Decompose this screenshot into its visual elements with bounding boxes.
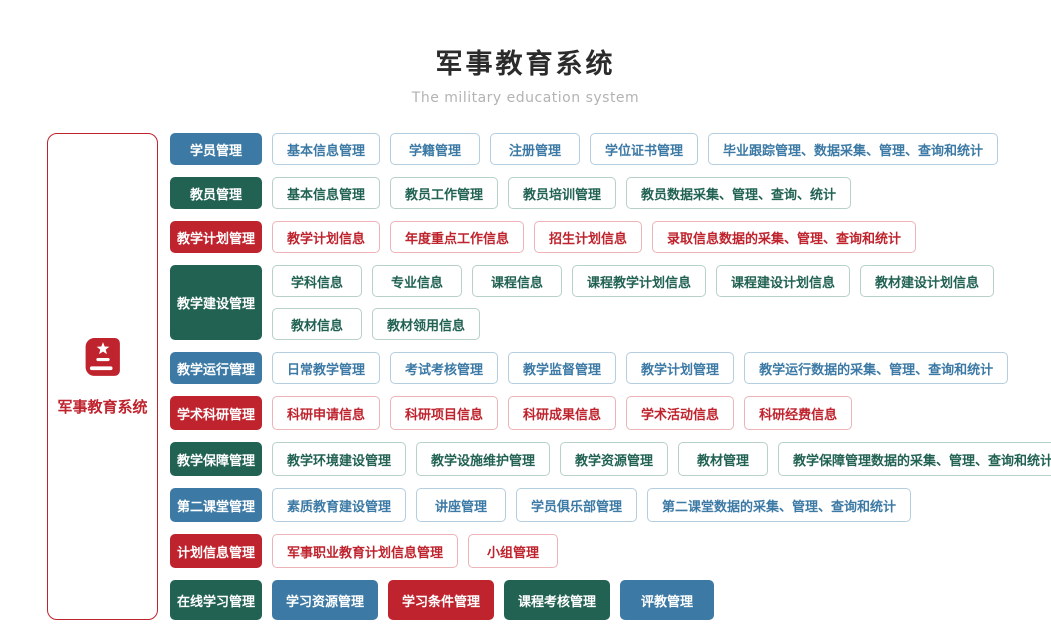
category-button-teaching-plan-management[interactable]: 教学计划管理 <box>170 221 262 253</box>
category-button-online-learning-management[interactable]: 在线学习管理 <box>170 580 262 620</box>
system-root-panel: 军事教育系统 <box>47 133 158 620</box>
row-teaching-operation-management: 教学运行管理日常教学管理考试考核管理教学监督管理教学计划管理教学运行数据的采集、… <box>170 352 1051 384</box>
row-lines-teaching-support-management: 教学环境建设管理教学设施维护管理教学资源管理教材管理教学保障管理数据的采集、管理… <box>272 442 1051 476</box>
module-button[interactable]: 考试考核管理 <box>390 352 499 384</box>
module-button[interactable]: 教员工作管理 <box>390 177 499 209</box>
row-student-management: 学员管理基本信息管理学籍管理注册管理学位证书管理毕业跟踪管理、数据采集、管理、查… <box>170 133 1051 165</box>
module-button[interactable]: 评教管理 <box>620 580 715 620</box>
module-button[interactable]: 军事职业教育计划信息管理 <box>272 534 459 568</box>
row-lines-teaching-operation-management: 日常教学管理考试考核管理教学监督管理教学计划管理教学运行数据的采集、管理、查询和… <box>272 352 1009 384</box>
row-teaching-plan-management: 教学计划管理教学计划信息年度重点工作信息招生计划信息录取信息数据的采集、管理、查… <box>170 221 1051 253</box>
row-lines-student-management: 基本信息管理学籍管理注册管理学位证书管理毕业跟踪管理、数据采集、管理、查询和统计 <box>272 133 999 165</box>
row-lines-teaching-plan-management: 教学计划信息年度重点工作信息招生计划信息录取信息数据的采集、管理、查询和统计 <box>272 221 917 253</box>
category-button-teaching-construction-management[interactable]: 教学建设管理 <box>170 265 262 340</box>
row-second-classroom-management: 第二课堂管理素质教育建设管理讲座管理学员俱乐部管理第二课堂数据的采集、管理、查询… <box>170 488 1051 522</box>
module-button[interactable]: 科研经费信息 <box>744 396 853 430</box>
module-button[interactable]: 基本信息管理 <box>272 133 381 165</box>
module-button[interactable]: 教材信息 <box>272 308 362 340</box>
row-teaching-support-management: 教学保障管理教学环境建设管理教学设施维护管理教学资源管理教材管理教学保障管理数据… <box>170 442 1051 476</box>
module-button[interactable]: 课程考核管理 <box>504 580 611 620</box>
module-button[interactable]: 录取信息数据的采集、管理、查询和统计 <box>652 221 917 253</box>
row-lines-teacher-management: 基本信息管理教员工作管理教员培训管理教员数据采集、管理、查询、统计 <box>272 177 852 209</box>
row-teacher-management: 教员管理基本信息管理教员工作管理教员培训管理教员数据采集、管理、查询、统计 <box>170 177 1051 209</box>
module-button[interactable]: 学科信息 <box>272 265 362 297</box>
page-title: 军事教育系统 <box>435 49 616 80</box>
module-button[interactable]: 课程信息 <box>472 265 562 297</box>
category-button-teaching-support-management[interactable]: 教学保障管理 <box>170 442 262 476</box>
row-lines-second-classroom-management: 素质教育建设管理讲座管理学员俱乐部管理第二课堂数据的采集、管理、查询和统计 <box>272 488 912 522</box>
row-line: 基本信息管理学籍管理注册管理学位证书管理毕业跟踪管理、数据采集、管理、查询和统计 <box>272 133 999 165</box>
row-lines-plan-info-management: 军事职业教育计划信息管理小组管理 <box>272 534 559 568</box>
module-button[interactable]: 年度重点工作信息 <box>390 221 525 253</box>
row-line: 军事职业教育计划信息管理小组管理 <box>272 534 559 568</box>
row-academic-research-management: 学术科研管理科研申请信息科研项目信息科研成果信息学术活动信息科研经费信息 <box>170 396 1051 430</box>
row-plan-info-management: 计划信息管理军事职业教育计划信息管理小组管理 <box>170 534 1051 568</box>
book-star-icon <box>81 336 125 384</box>
category-button-teaching-operation-management[interactable]: 教学运行管理 <box>170 352 262 384</box>
module-button[interactable]: 学籍管理 <box>390 133 481 165</box>
module-button[interactable]: 素质教育建设管理 <box>272 488 407 522</box>
module-button[interactable]: 日常教学管理 <box>272 352 381 384</box>
module-button[interactable]: 教员培训管理 <box>508 177 617 209</box>
module-button[interactable]: 学位证书管理 <box>590 133 699 165</box>
module-button[interactable]: 小组管理 <box>468 534 559 568</box>
module-button[interactable]: 教学环境建设管理 <box>272 442 407 476</box>
module-button[interactable]: 教学保障管理数据的采集、管理、查询和统计 <box>778 442 1051 476</box>
page-header: 军事教育系统 The military education system <box>0 0 1051 106</box>
page-subtitle: The military education system <box>411 90 640 106</box>
module-button[interactable]: 教材领用信息 <box>372 308 481 340</box>
module-button[interactable]: 科研项目信息 <box>390 396 499 430</box>
category-button-plan-info-management[interactable]: 计划信息管理 <box>170 534 262 568</box>
row-line: 教材信息教材领用信息 <box>272 308 994 340</box>
module-button[interactable]: 学习资源管理 <box>272 580 379 620</box>
row-line: 素质教育建设管理讲座管理学员俱乐部管理第二课堂数据的采集、管理、查询和统计 <box>272 488 912 522</box>
module-button[interactable]: 学员俱乐部管理 <box>516 488 638 522</box>
module-button[interactable]: 学习条件管理 <box>388 580 495 620</box>
row-line: 学习资源管理学习条件管理课程考核管理评教管理 <box>272 580 715 620</box>
category-button-second-classroom-management[interactable]: 第二课堂管理 <box>170 488 262 522</box>
row-line: 科研申请信息科研项目信息科研成果信息学术活动信息科研经费信息 <box>272 396 853 430</box>
row-line: 学科信息专业信息课程信息课程教学计划信息课程建设计划信息教材建设计划信息 <box>272 265 995 297</box>
module-button[interactable]: 基本信息管理 <box>272 177 381 209</box>
module-button[interactable]: 毕业跟踪管理、数据采集、管理、查询和统计 <box>708 133 999 165</box>
row-teaching-construction-management: 教学建设管理学科信息专业信息课程信息课程教学计划信息课程建设计划信息教材建设计划… <box>170 265 1051 340</box>
row-line: 教学计划信息年度重点工作信息招生计划信息录取信息数据的采集、管理、查询和统计 <box>272 221 917 253</box>
module-button[interactable]: 教员数据采集、管理、查询、统计 <box>626 177 852 209</box>
module-button[interactable]: 教学计划信息 <box>272 221 381 253</box>
row-online-learning-management: 在线学习管理学习资源管理学习条件管理课程考核管理评教管理 <box>170 580 1051 620</box>
module-button[interactable]: 注册管理 <box>490 133 581 165</box>
row-lines-online-learning-management: 学习资源管理学习条件管理课程考核管理评教管理 <box>272 580 715 620</box>
row-lines-academic-research-management: 科研申请信息科研项目信息科研成果信息学术活动信息科研经费信息 <box>272 396 853 430</box>
module-button[interactable]: 教学计划管理 <box>626 352 735 384</box>
system-root-label: 军事教育系统 <box>57 398 148 416</box>
row-line: 教学环境建设管理教学设施维护管理教学资源管理教材管理教学保障管理数据的采集、管理… <box>272 442 1051 476</box>
module-button[interactable]: 教学运行数据的采集、管理、查询和统计 <box>744 352 1009 384</box>
module-button[interactable]: 教学监督管理 <box>508 352 617 384</box>
row-line: 日常教学管理考试考核管理教学监督管理教学计划管理教学运行数据的采集、管理、查询和… <box>272 352 1009 384</box>
module-button[interactable]: 教学资源管理 <box>560 442 669 476</box>
module-button[interactable]: 科研成果信息 <box>508 396 617 430</box>
category-button-academic-research-management[interactable]: 学术科研管理 <box>170 396 262 430</box>
module-button[interactable]: 科研申请信息 <box>272 396 381 430</box>
module-button[interactable]: 第二课堂数据的采集、管理、查询和统计 <box>647 488 912 522</box>
category-button-teacher-management[interactable]: 教员管理 <box>170 177 262 209</box>
diagram-layout: 军事教育系统 学员管理基本信息管理学籍管理注册管理学位证书管理毕业跟踪管理、数据… <box>47 133 1051 620</box>
module-button[interactable]: 学术活动信息 <box>626 396 735 430</box>
row-line: 基本信息管理教员工作管理教员培训管理教员数据采集、管理、查询、统计 <box>272 177 852 209</box>
module-button[interactable]: 招生计划信息 <box>534 221 643 253</box>
module-button[interactable]: 讲座管理 <box>416 488 507 522</box>
module-button[interactable]: 教材建设计划信息 <box>860 265 995 297</box>
row-lines-teaching-construction-management: 学科信息专业信息课程信息课程教学计划信息课程建设计划信息教材建设计划信息教材信息… <box>272 265 995 340</box>
module-button[interactable]: 课程教学计划信息 <box>572 265 707 297</box>
module-button[interactable]: 教学设施维护管理 <box>416 442 551 476</box>
category-button-student-management[interactable]: 学员管理 <box>170 133 262 165</box>
module-button[interactable]: 教材管理 <box>678 442 769 476</box>
module-button[interactable]: 专业信息 <box>372 265 462 297</box>
module-rows-grid: 学员管理基本信息管理学籍管理注册管理学位证书管理毕业跟踪管理、数据采集、管理、查… <box>170 133 1051 620</box>
module-button[interactable]: 课程建设计划信息 <box>716 265 851 297</box>
